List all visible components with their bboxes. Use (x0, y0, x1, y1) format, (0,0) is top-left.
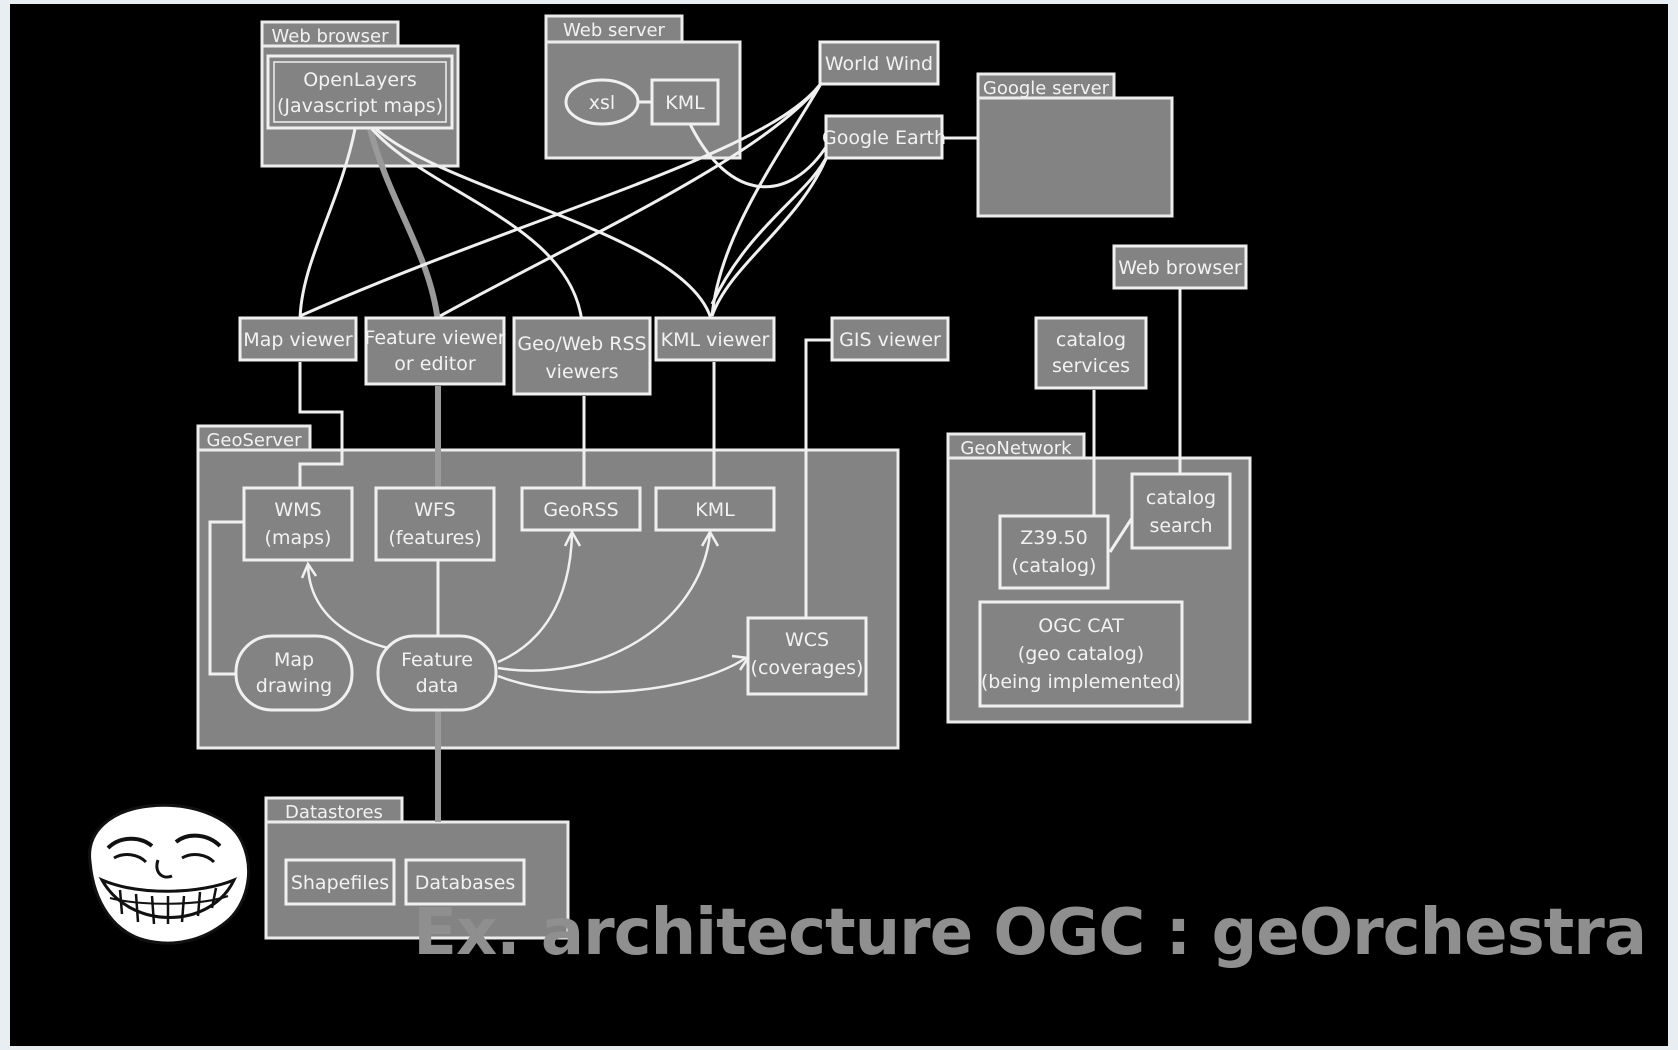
web-browser-container-label: Web browser (272, 26, 390, 47)
map-drawing-sublabel: drawing (256, 675, 332, 697)
feature-viewer-node: Feature viewer or editor (364, 318, 505, 384)
georss-viewers-label: Geo/Web RSS (517, 333, 646, 355)
wcs-label: WCS (785, 629, 829, 651)
catalog-services-node: catalog services (1036, 318, 1146, 388)
kml-viewer-label: KML viewer (661, 329, 770, 351)
world-wind-node: World Wind (820, 42, 938, 84)
web-browser-right-label: Web browser (1118, 257, 1242, 279)
openlayers-node: OpenLayers (Javascript maps) (268, 56, 452, 128)
slide-title: Ex. architecture OGC : geOrchestra (413, 896, 1646, 970)
catalog-services-sublabel: services (1052, 355, 1130, 377)
z3950-label: Z39.50 (1020, 527, 1087, 549)
kml-geoserver-node: KML (656, 488, 774, 530)
ogc-cat-status: (being implemented) (981, 671, 1181, 693)
wms-label: WMS (274, 499, 321, 521)
catalog-search-label: catalog (1146, 487, 1216, 509)
feature-data-label: Feature (401, 649, 473, 671)
georss-label: GeoRSS (543, 499, 618, 521)
feature-data-sublabel: data (416, 675, 459, 697)
ogc-cat-node: OGC CAT (geo catalog) (being implemented… (980, 602, 1182, 706)
wms-node: WMS (maps) (244, 488, 352, 560)
georss-viewers-sublabel: viewers (545, 361, 618, 383)
trollface-icon (90, 805, 249, 943)
wfs-sublabel: (features) (388, 527, 481, 549)
ogc-cat-label: OGC CAT (1038, 615, 1124, 637)
catalog-search-node: catalog search (1132, 474, 1230, 548)
google-server-container-label: Google server (983, 78, 1110, 99)
google-server-container: Google server (978, 74, 1172, 216)
wcs-node: WCS (coverages) (748, 618, 866, 694)
kml-server-node: KML (652, 80, 718, 124)
shapefiles-node: Shapefiles (286, 860, 394, 904)
wfs-label: WFS (414, 499, 455, 521)
geonetwork-container-label: GeoNetwork (960, 438, 1072, 459)
databases-label: Databases (415, 872, 516, 894)
openlayers-label: OpenLayers (303, 69, 417, 91)
map-drawing-label: Map (274, 649, 314, 671)
georss-node: GeoRSS (522, 488, 640, 530)
map-drawing-node: Map drawing (236, 636, 352, 710)
geoserver-container-label: GeoServer (206, 430, 302, 451)
kml-server-label: KML (665, 92, 705, 114)
web-browser-right-node: Web browser (1114, 246, 1246, 288)
wms-sublabel: (maps) (265, 527, 332, 549)
z3950-node: Z39.50 (catalog) (1000, 516, 1108, 588)
map-viewer-label: Map viewer (243, 329, 353, 351)
shapefiles-label: Shapefiles (291, 872, 389, 894)
feature-viewer-label: Feature viewer (364, 327, 505, 349)
z3950-sublabel: (catalog) (1012, 555, 1097, 577)
feature-viewer-sublabel: or editor (394, 353, 476, 375)
wfs-node: WFS (features) (376, 488, 494, 560)
gis-viewer-node: GIS viewer (832, 318, 948, 360)
architecture-diagram: Web browser Web server Google server Geo… (10, 4, 1668, 1046)
openlayers-sublabel: (Javascript maps) (277, 95, 443, 117)
gis-viewer-label: GIS viewer (839, 329, 941, 351)
catalog-services-label: catalog (1056, 329, 1126, 351)
xsl-node: xsl (566, 80, 638, 124)
ogc-cat-sublabel: (geo catalog) (1018, 643, 1144, 665)
web-server-container-label: Web server (563, 20, 666, 41)
xsl-label: xsl (589, 92, 615, 114)
map-viewer-node: Map viewer (240, 318, 356, 360)
slide: Web browser Web server Google server Geo… (10, 4, 1668, 1046)
google-earth-node: Google Earth (822, 116, 946, 158)
datastores-container-label: Datastores (285, 802, 383, 823)
feature-data-node: Feature data (378, 636, 496, 710)
georss-viewers-node: Geo/Web RSS viewers (514, 318, 650, 394)
wcs-sublabel: (coverages) (751, 657, 864, 679)
google-earth-label: Google Earth (822, 127, 946, 149)
world-wind-label: World Wind (825, 53, 933, 75)
kml-viewer-node: KML viewer (656, 318, 774, 360)
kml-geoserver-label: KML (695, 499, 735, 521)
catalog-search-sublabel: search (1149, 515, 1212, 537)
